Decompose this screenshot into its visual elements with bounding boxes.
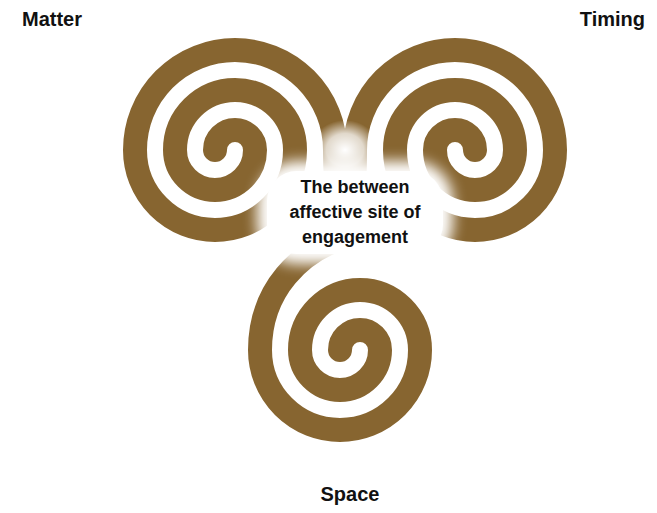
axis-label: Space [321,483,380,506]
axis-label: Matter [22,8,82,31]
center-label: The between affective site of engagement [267,171,443,254]
spiral-bottom [260,236,420,430]
axis-label: Timing [580,8,645,31]
